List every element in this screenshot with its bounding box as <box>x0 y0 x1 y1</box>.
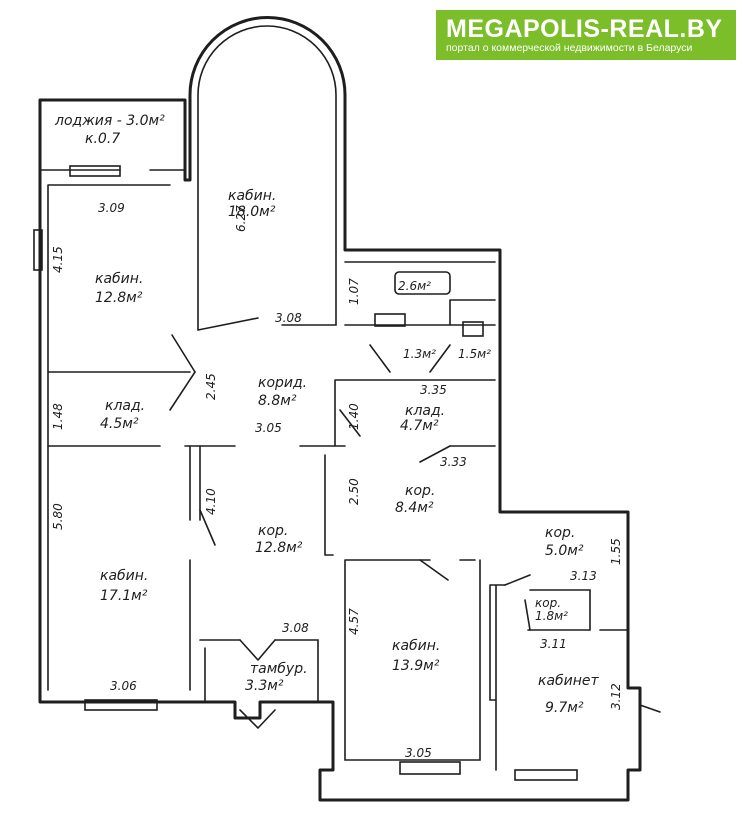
storage-e-door <box>339 409 451 463</box>
dimension-label: 3.06 <box>110 679 137 693</box>
dimension-label: 1.07 <box>347 278 361 305</box>
room-labels: лоджия - 3.0м² к.0.7 кабин. 18.0м² кабин… <box>54 113 600 716</box>
room-area-cabinet-se: 9.7м² <box>545 700 584 716</box>
room-area-vestibule: 3.3м² <box>245 678 284 694</box>
dimension-label: 1.40 <box>347 403 361 430</box>
room-name-vestibule: тамбур. <box>250 661 308 677</box>
dimension-label: 5.80 <box>51 503 65 530</box>
room-area-corridor-main: 8.8м² <box>258 393 297 409</box>
cabinet-sw-window <box>84 699 158 711</box>
dimension-label: 4.15 <box>51 246 65 273</box>
cabinet-s-door <box>419 559 449 581</box>
cabinet-nw-door <box>171 334 196 373</box>
cabinet-s-window <box>399 761 461 775</box>
room-name-corridor-e: кор. <box>405 483 435 499</box>
walls <box>33 16 661 802</box>
room-name-loggia: лоджия - 3.0м² <box>54 113 165 129</box>
toilet-2 <box>462 321 484 337</box>
dimension-label: 3.35 <box>420 383 447 397</box>
center-door <box>199 509 216 546</box>
dimension-label: 4.10 <box>204 488 218 515</box>
room-area-cabinet-nw: 12.8м² <box>95 290 143 306</box>
room-name-corridor-main: корид. <box>258 375 307 391</box>
west-window <box>33 229 43 271</box>
room-name-storage-w: клад. <box>105 398 145 414</box>
watermark-brand: MEGAPOLIS-REAL.BY <box>446 15 723 43</box>
watermark-banner: MEGAPOLIS-REAL.BY портал о коммерческой … <box>436 10 736 60</box>
corridor-se-wall <box>489 584 629 771</box>
watermark-tagline: портал о коммерческой недвижимости в Бел… <box>446 42 693 54</box>
cabinet-s-wall <box>344 559 481 761</box>
outer-wall <box>38 16 642 802</box>
vestibule-wall <box>199 639 319 703</box>
room-area-loggia: к.0.7 <box>85 131 120 147</box>
dimension-label: 3.33 <box>440 455 467 469</box>
dimension-label: 3.08 <box>275 311 302 325</box>
cabinet-se-window <box>514 769 578 781</box>
dimension-label: 6.27 <box>234 205 248 232</box>
room-area-storage-w: 4.5м² <box>100 416 139 432</box>
room-name-cabinet-nw: кабин. <box>95 271 143 287</box>
room-area-corridor-small: 1.8м² <box>535 609 568 623</box>
room-name-cabinet-sw: кабин. <box>100 568 148 584</box>
dimension-label: 3.05 <box>255 421 282 435</box>
dimension-label: 1.48 <box>51 403 65 430</box>
dimension-label: 3.05 <box>405 746 432 760</box>
bath-block-wall <box>344 261 496 326</box>
room-name-corridor-small: кор. <box>535 596 561 610</box>
dimension-label: 3.08 <box>282 621 309 635</box>
center-wall <box>189 445 201 521</box>
dimension-label: 3.13 <box>570 569 597 583</box>
dimension-label: 2.50 <box>347 478 361 505</box>
room-area-cabinet-arch: 18.0м² <box>228 204 276 220</box>
room-area-corridor-se: 5.0м² <box>545 543 584 559</box>
corridor-e-wall <box>324 454 334 556</box>
bath-door <box>369 344 451 373</box>
toilet-1 <box>374 313 406 327</box>
dimension-label: 4.57 <box>347 608 361 635</box>
room-area-bath: 2.6м² <box>398 279 431 293</box>
dimension-label: 1.55 <box>609 538 623 565</box>
room-name-storage-e: клад. <box>405 403 445 419</box>
room-name-cabinet-s: кабин. <box>392 638 440 654</box>
arch-door-leaf <box>197 317 259 331</box>
dimension-label: 3.09 <box>98 201 125 215</box>
vestibule-door <box>239 639 276 729</box>
room-name-cabinet-arch: кабин. <box>228 188 276 204</box>
storage-e-wall <box>299 379 496 447</box>
dimension-label: 3.11 <box>540 637 567 651</box>
cabinet-nw-wall <box>47 184 191 691</box>
entry-door <box>639 704 661 713</box>
room-area-storage-e: 4.7м² <box>400 418 439 434</box>
room-area-wc-1: 1.3м² <box>403 347 436 361</box>
room-area-wc-2: 1.5м² <box>458 347 491 361</box>
dimension-label: 2.45 <box>204 373 218 400</box>
room-area-cabinet-s: 13.9м² <box>392 658 440 674</box>
room-area-corridor-c: 12.8м² <box>255 540 303 556</box>
room-area-cabinet-sw: 17.1м² <box>100 588 148 604</box>
storage-w-door <box>169 371 196 411</box>
dimension-label: 3.12 <box>609 683 623 710</box>
arch-inner-wall <box>197 25 337 331</box>
corridor-se-door <box>504 574 531 631</box>
room-name-corridor-c: кор. <box>258 523 288 539</box>
bathtub <box>394 271 451 295</box>
dimension-labels: 3.09 4.15 6.27 3.08 1.07 2.45 1.48 3.35 … <box>51 201 623 760</box>
room-name-cabinet-se: кабинет <box>538 673 600 689</box>
loggia-window <box>69 165 121 177</box>
room-name-corridor-se: кор. <box>545 525 575 541</box>
room-area-corridor-e: 8.4м² <box>395 500 434 516</box>
